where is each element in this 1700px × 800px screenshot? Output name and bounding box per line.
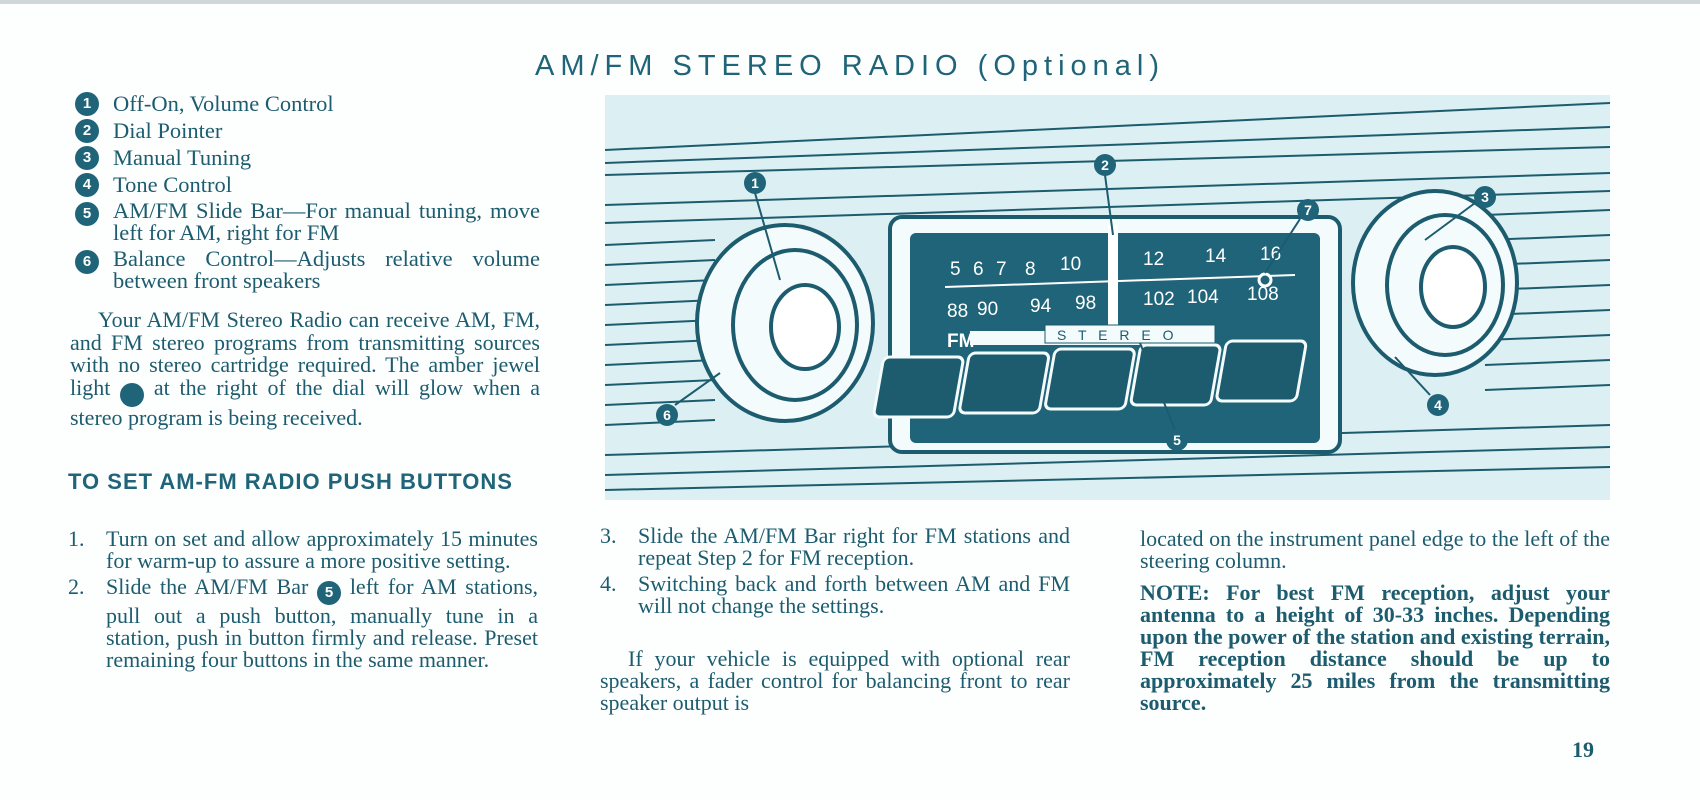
stereo-indicator-light xyxy=(1257,272,1273,288)
top-edge xyxy=(0,0,1700,4)
callout-badge: 3 xyxy=(75,146,99,170)
section-heading: TO SET AM-FM RADIO PUSH BUTTONS xyxy=(68,469,513,494)
callout-badge: 4 xyxy=(75,173,99,197)
am-mark: 5 xyxy=(950,259,961,280)
step-item: 2. Slide the AM/FM Bar 5 left for AM stat… xyxy=(68,576,538,671)
legend-text: Off-On, Volume Control xyxy=(113,91,334,116)
am-mark: 12 xyxy=(1143,249,1164,270)
legend-text: AM/FM Slide Bar—For manual tuning, move … xyxy=(113,198,540,245)
legend-item: 5 AM/FM Slide Bar—For manual tuning, move… xyxy=(75,198,540,245)
volume-knob-center xyxy=(769,283,841,371)
legend-item: 3 Manual Tuning xyxy=(75,144,540,171)
callout-circle xyxy=(1166,429,1188,451)
step-number: 1. xyxy=(68,526,85,551)
callout-label: 2 xyxy=(1101,157,1109,173)
dial-pointer xyxy=(1108,225,1118,325)
step-number: 2. xyxy=(68,574,85,599)
step-item: 1. Turn on set and allow approximately 15… xyxy=(68,528,538,572)
intro-paragraph: Your AM/FM Stereo Radio can receive AM, … xyxy=(70,307,541,430)
push-button-1[interactable] xyxy=(872,355,965,419)
callout-circle xyxy=(1297,199,1319,221)
third-column: located on the instrument panel edge to … xyxy=(1140,528,1610,714)
fm-reception-note: NOTE: For best FM reception, adjust your… xyxy=(1140,580,1610,715)
leader-lines xyxy=(674,174,1476,431)
callout-label: 7 xyxy=(1304,202,1312,218)
callout-label: 3 xyxy=(1481,189,1489,205)
push-button-5[interactable] xyxy=(1215,339,1308,403)
fm-label: FM xyxy=(947,331,974,352)
am-mark: 8 xyxy=(1025,259,1036,280)
legend-item: 1 Off-On, Volume Control xyxy=(75,90,540,117)
intro-text: at the right of the dial will glow when … xyxy=(70,374,541,430)
callout-badge: 1 xyxy=(75,92,99,116)
am-scale: 5 6 7 8 10 12 14 16 xyxy=(950,244,1281,280)
callout-circle xyxy=(1474,186,1496,208)
page-title: AM/FM STEREO RADIO (Optional) xyxy=(534,50,1165,82)
callouts: 1 2 3 4 5 6 7 xyxy=(656,154,1496,451)
callout-circle xyxy=(1427,394,1449,416)
push-button-3[interactable] xyxy=(1044,347,1136,411)
intro-text: Your AM/FM Stereo Radio can receive AM, … xyxy=(70,307,540,400)
right-knob[interactable] xyxy=(1351,189,1519,377)
fader-location-text: located on the instrument panel edge to … xyxy=(1140,526,1610,573)
step-text: left for AM stations, pull out a push bu… xyxy=(106,574,539,672)
steps-list: 1. Turn on set and allow approximately 15… xyxy=(68,528,538,675)
step-item: 3. Slide the AM/FM Bar right for FM stati… xyxy=(600,525,1070,569)
step-text: Slide the AM/FM Bar xyxy=(106,574,309,599)
legend-text: Balance Control—Adjusts relative volume … xyxy=(113,246,540,293)
fm-mark: 90 xyxy=(977,299,998,320)
fm-mark: 102 xyxy=(1143,289,1175,310)
dial-scale-line xyxy=(944,274,1296,288)
stereo-window xyxy=(1044,324,1216,344)
fm-mark: 98 xyxy=(1075,293,1096,314)
callout-badge: 7 xyxy=(120,382,156,407)
fm-mark: 88 xyxy=(947,301,968,322)
legend-text: Manual Tuning xyxy=(113,145,252,170)
legend-text: Tone Control xyxy=(113,172,233,197)
callout-label: 6 xyxy=(663,407,671,423)
legend-item: 2 Dial Pointer xyxy=(75,117,540,144)
callout-badge: 5 xyxy=(317,581,342,605)
callout-badge: 5 xyxy=(75,202,99,226)
legend-item: 4 Tone Control xyxy=(75,171,540,198)
callout-label: 1 xyxy=(751,175,759,191)
left-knob[interactable] xyxy=(695,223,875,423)
fm-scale: 88 90 94 98 102 104 108 FM xyxy=(947,284,1279,352)
callout-circle xyxy=(656,404,678,426)
fm-mark: 94 xyxy=(1030,296,1052,317)
page-number: 19 xyxy=(1572,737,1594,762)
callout-label: 5 xyxy=(1173,432,1181,448)
steps-list-continued: 3. Slide the AM/FM Bar right for FM stati… xyxy=(600,525,1070,621)
callout-badge: 6 xyxy=(75,250,99,274)
am-mark: 10 xyxy=(1060,254,1081,275)
push-button-4[interactable] xyxy=(1129,343,1222,407)
fm-mark: 104 xyxy=(1187,287,1219,308)
push-button-2[interactable] xyxy=(958,351,1051,415)
callout-circle xyxy=(744,172,766,194)
rear-speaker-paragraph: If your vehicle is equipped with optiona… xyxy=(600,646,1070,715)
callout-badge: 2 xyxy=(75,119,99,143)
step-number: 4. xyxy=(600,571,617,596)
stereo-label: S T E R E O xyxy=(1057,327,1178,343)
legend-item: 6 Balance Control—Adjusts relative volume… xyxy=(75,246,540,293)
callout-label: 4 xyxy=(1434,397,1442,413)
legend-text: Dial Pointer xyxy=(113,118,223,143)
am-mark: 6 xyxy=(973,259,984,280)
callout-circle xyxy=(1094,154,1116,176)
step-text: Switching back and forth between AM and … xyxy=(638,571,1070,618)
am-mark: 7 xyxy=(996,259,1007,280)
step-text: Turn on set and allow approximately 15 m… xyxy=(106,526,538,573)
step-text: Slide the AM/FM Bar right for FM station… xyxy=(638,523,1070,570)
fm-mark: 108 xyxy=(1247,284,1279,305)
push-buttons xyxy=(872,339,1308,419)
radio-illustration: 5 6 7 8 10 12 14 16 88 90 94 98 102 104 … xyxy=(605,95,1610,500)
step-item: 4. Switching back and forth between AM an… xyxy=(600,573,1070,617)
am-mark: 16 xyxy=(1260,244,1281,265)
am-mark: 14 xyxy=(1205,246,1227,267)
step-number: 3. xyxy=(600,523,617,548)
tuning-knob-center xyxy=(1419,245,1487,329)
